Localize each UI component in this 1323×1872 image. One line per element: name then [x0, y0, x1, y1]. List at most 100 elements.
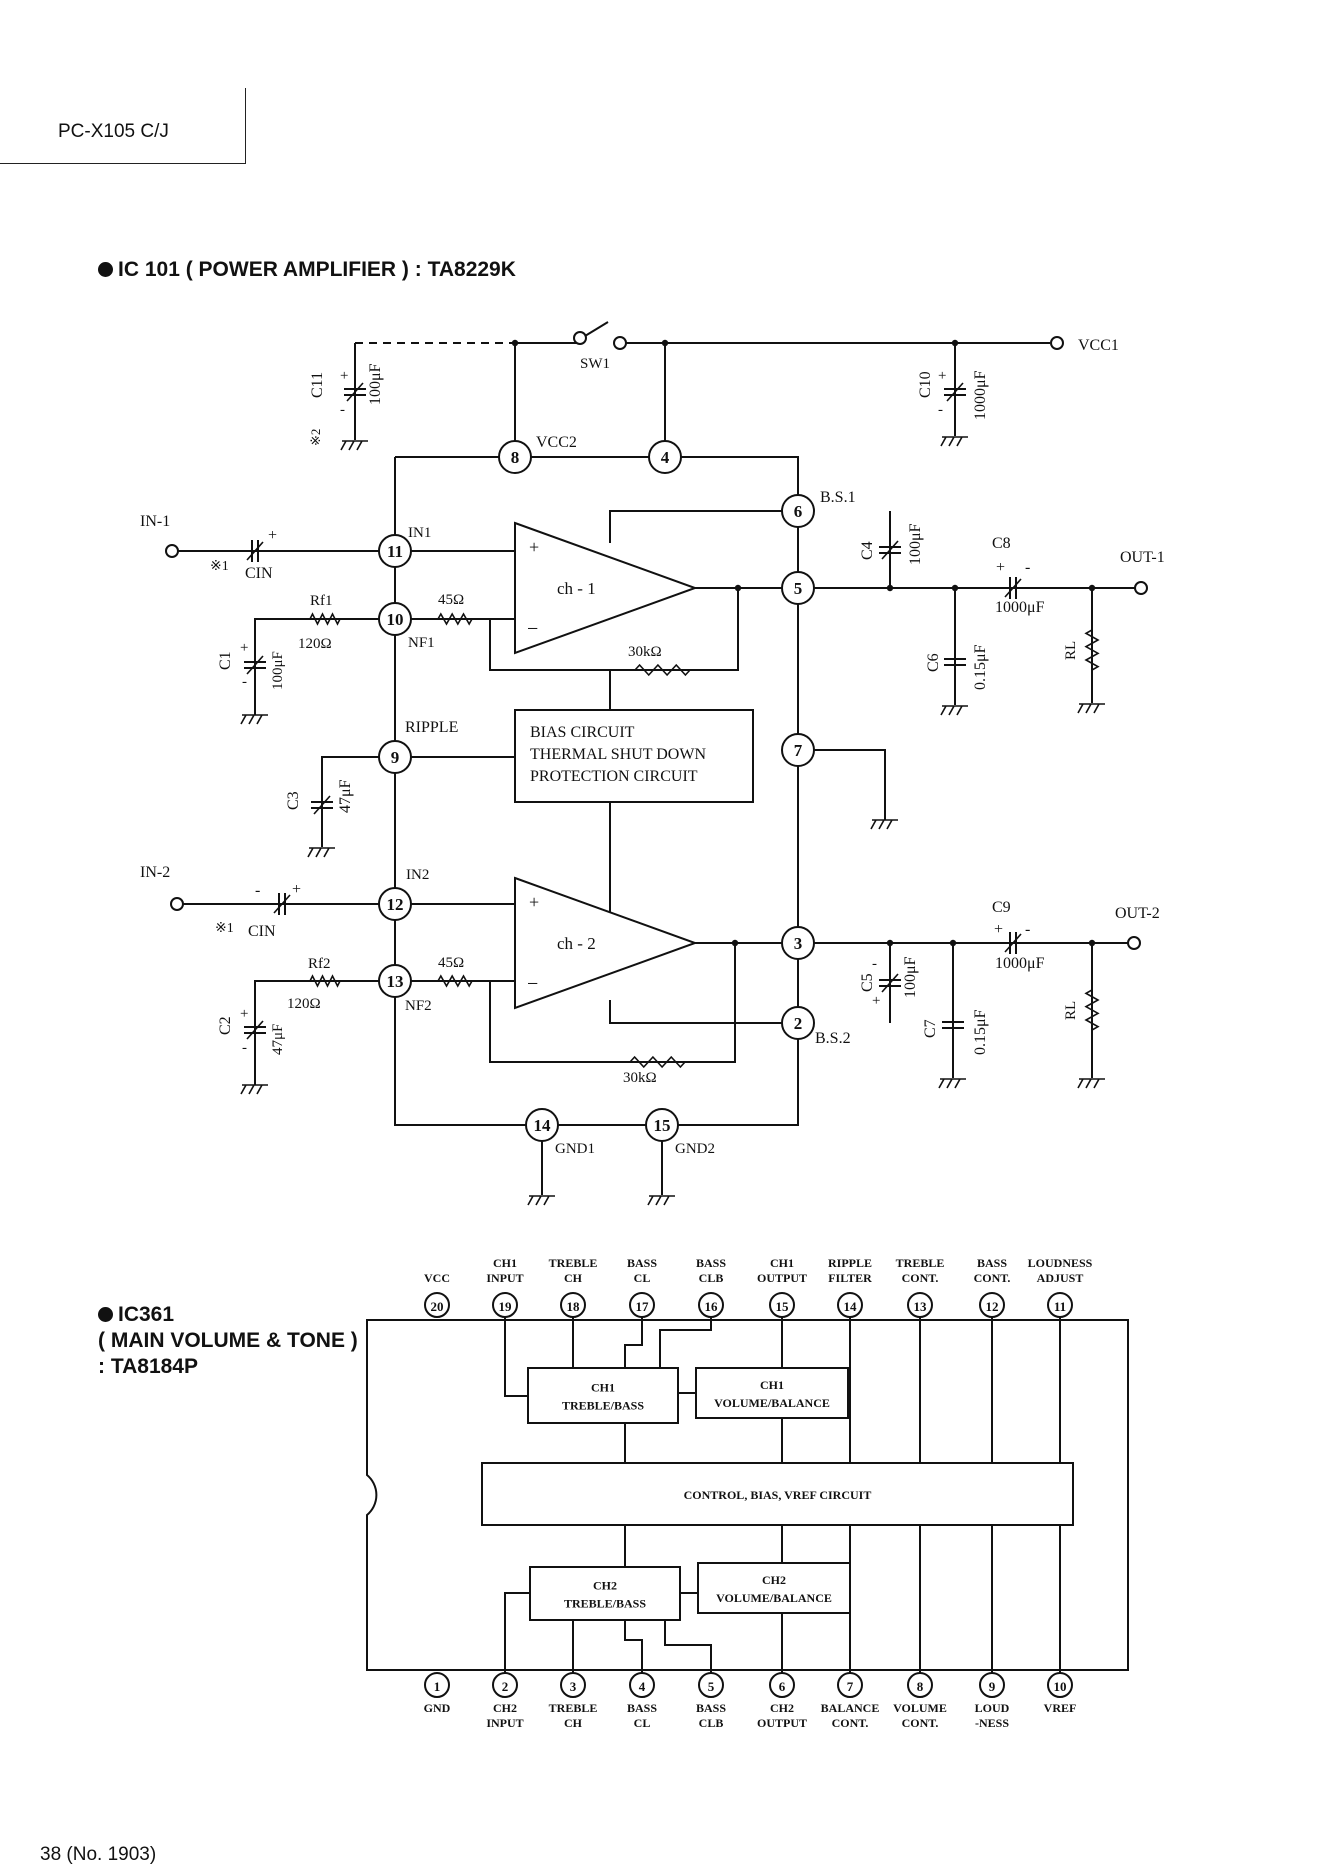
ch2-treble-bass-block [529, 1566, 681, 1621]
wire [624, 1620, 643, 1673]
pin-number: 18 [567, 1299, 581, 1314]
bias-label: BIAS CIRCUIT [530, 724, 635, 741]
terminal-icon [613, 336, 627, 350]
cin1-label: CIN [245, 565, 273, 582]
wire [321, 756, 379, 847]
top-pin-label: INPUT [486, 1271, 523, 1285]
bottom-pin-label: VREF [1044, 1701, 1077, 1715]
capacitor-polarity-icon [881, 540, 899, 560]
bottom-pin-label: CH [564, 1716, 583, 1730]
pin-number: 12 [387, 895, 404, 914]
capacitor-polarity-icon [1004, 933, 1022, 953]
nf2-label: NF2 [405, 998, 432, 1014]
c3-value: 47μF [337, 779, 354, 813]
top-pin-label: CH1 [770, 1256, 794, 1270]
pin-circle [424, 1672, 450, 1698]
wire [254, 980, 379, 1085]
capacitor-icon [879, 546, 901, 554]
capacitor-polarity-icon [1004, 578, 1022, 598]
bottom-pin-label: GND [424, 1701, 451, 1715]
vcc1-terminal [1050, 336, 1064, 350]
label: + [340, 368, 348, 384]
capacitor-icon [1009, 577, 1017, 599]
pin-number: 6 [779, 1679, 786, 1694]
ground-icon [1077, 703, 1105, 714]
pin-number: 3 [794, 934, 803, 953]
opamp-icon [514, 521, 698, 655]
bottom-pin-label: CONT. [832, 1716, 869, 1730]
bottom-pin-label: CH2 [770, 1701, 794, 1715]
top-pin-label: VCC [424, 1271, 450, 1285]
label: - [242, 674, 247, 690]
bias-label: PROTECTION CIRCUIT [530, 768, 698, 785]
c1-value: 100μF [270, 651, 286, 690]
pin-number: 16 [705, 1299, 719, 1314]
bottom-pin-label: BALANCE [821, 1701, 880, 1715]
pin-number: 5 [794, 579, 803, 598]
pin-number: 11 [1054, 1299, 1066, 1314]
bottom-pin-label: BASS [627, 1701, 657, 1715]
label: + [240, 640, 248, 656]
ground-icon [1077, 1078, 1105, 1089]
pin-number: 9 [989, 1679, 996, 1694]
label: ※1 [215, 921, 234, 936]
bottom-pin-label: OUTPUT [757, 1716, 807, 1730]
pin-number: 2 [502, 1679, 509, 1694]
c6-label: C6 [925, 653, 942, 672]
pin-number: 7 [847, 1679, 854, 1694]
top-pin-label: TREBLE [896, 1256, 945, 1270]
capacitor-polarity-icon [346, 382, 364, 402]
c9-label: C9 [992, 899, 1011, 916]
resistor-icon [634, 663, 691, 677]
top-pin-label: LOUDNESS [1028, 1256, 1093, 1270]
capacitor-icon [244, 1026, 266, 1034]
ground-icon [240, 714, 268, 725]
pin-number: 4 [661, 448, 670, 467]
ch1-treble-bass-block [527, 1367, 679, 1424]
bottom-pin-label: -NESS [975, 1716, 1009, 1730]
label: - [1025, 559, 1030, 576]
pin-number: 8 [511, 448, 520, 467]
top-pin-label: CONT. [974, 1271, 1011, 1285]
resistor-icon [629, 1055, 686, 1069]
capacitor-icon [244, 661, 266, 669]
wire [624, 1317, 643, 1368]
c2-value: 47μF [270, 1024, 286, 1055]
ch1-treble-bass-block-label: CH1 [591, 1381, 615, 1395]
capacitor-polarity-icon [881, 973, 899, 993]
ic361-body [366, 1319, 1129, 1671]
ch1-treble-bass-block-label: TREBLE/BASS [562, 1399, 644, 1413]
pin-number: 8 [917, 1679, 924, 1694]
bottom-pin-label: VOLUME [893, 1701, 947, 1715]
wire [609, 1000, 798, 1024]
c5-label: C5 [859, 973, 876, 992]
bottom-pin-label: BASS [696, 1701, 726, 1715]
label: + [292, 881, 301, 898]
pin-number: 14 [534, 1116, 552, 1135]
vcc1-label: VCC1 [1078, 337, 1119, 354]
opamp-plus: + [529, 892, 539, 912]
bottom-pin-label: INPUT [486, 1716, 523, 1730]
r45-2-label: 45Ω [438, 955, 464, 971]
top-pin-label: CH [564, 1271, 583, 1285]
terminal-icon [573, 331, 587, 345]
ground-icon [240, 1084, 268, 1095]
top-pin-label: BASS [696, 1256, 726, 1270]
label: + [996, 559, 1005, 576]
wire [489, 588, 739, 671]
pin-number: 2 [794, 1014, 803, 1033]
r30k-2-label: 30kΩ [623, 1070, 657, 1086]
resistor-icon [437, 612, 473, 626]
pin-number: 15 [776, 1299, 790, 1314]
r120-1-label: 120Ω [298, 636, 332, 652]
top-pin-label: CLB [699, 1271, 724, 1285]
label: + [938, 368, 946, 384]
c6-value: 0.15μF [972, 644, 989, 690]
opamp-minus: − [527, 973, 538, 995]
wire [489, 943, 736, 1063]
bottom-pin-label: CH2 [493, 1701, 517, 1715]
terminal-icon [170, 897, 184, 911]
capacitor-polarity-icon [246, 655, 264, 675]
ground-icon [940, 705, 968, 716]
c5-value: 100μF [902, 956, 919, 998]
